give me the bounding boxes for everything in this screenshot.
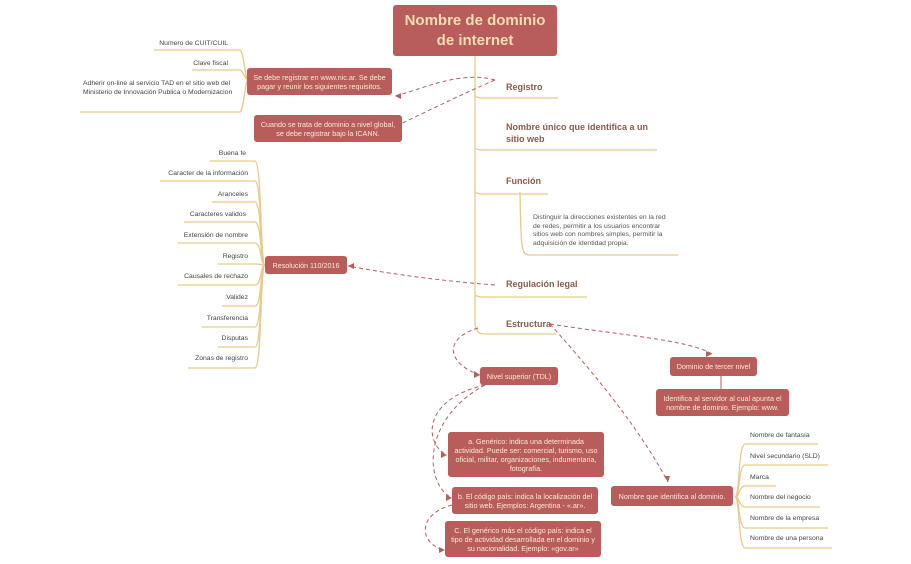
root-node: Nombre de dominio de internet xyxy=(393,5,557,56)
registro-global-note: Cuando se trata de dominio a nivel globa… xyxy=(254,115,402,142)
registro-nic-note: Se debe registrar en www.nic.ar. Se debe… xyxy=(247,68,392,95)
branch-funcion: Función xyxy=(506,176,541,186)
regulacion-item: Causales de rechazo xyxy=(184,273,248,280)
nombre-item: Nombre de una persona xyxy=(750,535,824,542)
requisito-item: Adherir on-line al servicio TAD en el si… xyxy=(83,80,233,96)
branch-regulacion: Regulación legal xyxy=(506,279,578,289)
tercer-nivel-node: Dominio de tercer nivel xyxy=(670,357,757,376)
regulacion-item: Extensión de nombre xyxy=(183,232,248,239)
nombre-item: Nivel secundario (SLD) xyxy=(750,453,820,460)
regulacion-item: Registro xyxy=(222,253,248,260)
requisito-item: Numero de CUIT/CUIL xyxy=(159,40,228,47)
regulacion-item: Validez xyxy=(226,294,248,301)
regulacion-item: Disputas xyxy=(221,335,248,342)
regulacion-item: Aranceles xyxy=(217,191,248,198)
requisito-item: Clave fiscal xyxy=(193,60,228,67)
tercer-nivel-desc: Identifica al servidor al cual apunta el… xyxy=(656,389,789,416)
branch-nombre-unico: Nombre único que identifica a un sitio w… xyxy=(506,122,649,144)
nombre-item: Marca xyxy=(750,474,769,481)
tdl-node: Nivel superior (TDL) xyxy=(480,367,558,385)
branch-estructura: Estructura xyxy=(506,319,552,329)
tdl-generico-pais: C. El genérico más el código país: indic… xyxy=(445,521,601,557)
regulacion-item: Caracteres validos xyxy=(189,211,246,218)
branch-registro: Registro xyxy=(506,82,543,92)
regulacion-item: Buena fe xyxy=(218,150,246,157)
regulacion-item: Transferencia xyxy=(206,315,248,322)
funcion-description: Distinguir la direcciones existentes en … xyxy=(533,214,666,247)
regulacion-item: Zonas de registro xyxy=(195,355,248,362)
nombre-item: Nombre de fantasía xyxy=(750,432,810,439)
resolucion-node: Resolución 110/2016 xyxy=(265,256,347,274)
tdl-codigo-pais: b. El código país: indica la localizació… xyxy=(452,487,598,514)
nombre-item: Nombre de la empresa xyxy=(750,515,820,522)
tdl-generico: a. Genérico: indica una determinada acti… xyxy=(448,432,604,477)
nombre-item: Nombre del negocio xyxy=(750,494,811,501)
regulacion-item: Caracter de la información xyxy=(168,170,248,177)
nombre-identifica-node: Nombre que identifica al dominio. xyxy=(611,486,733,506)
